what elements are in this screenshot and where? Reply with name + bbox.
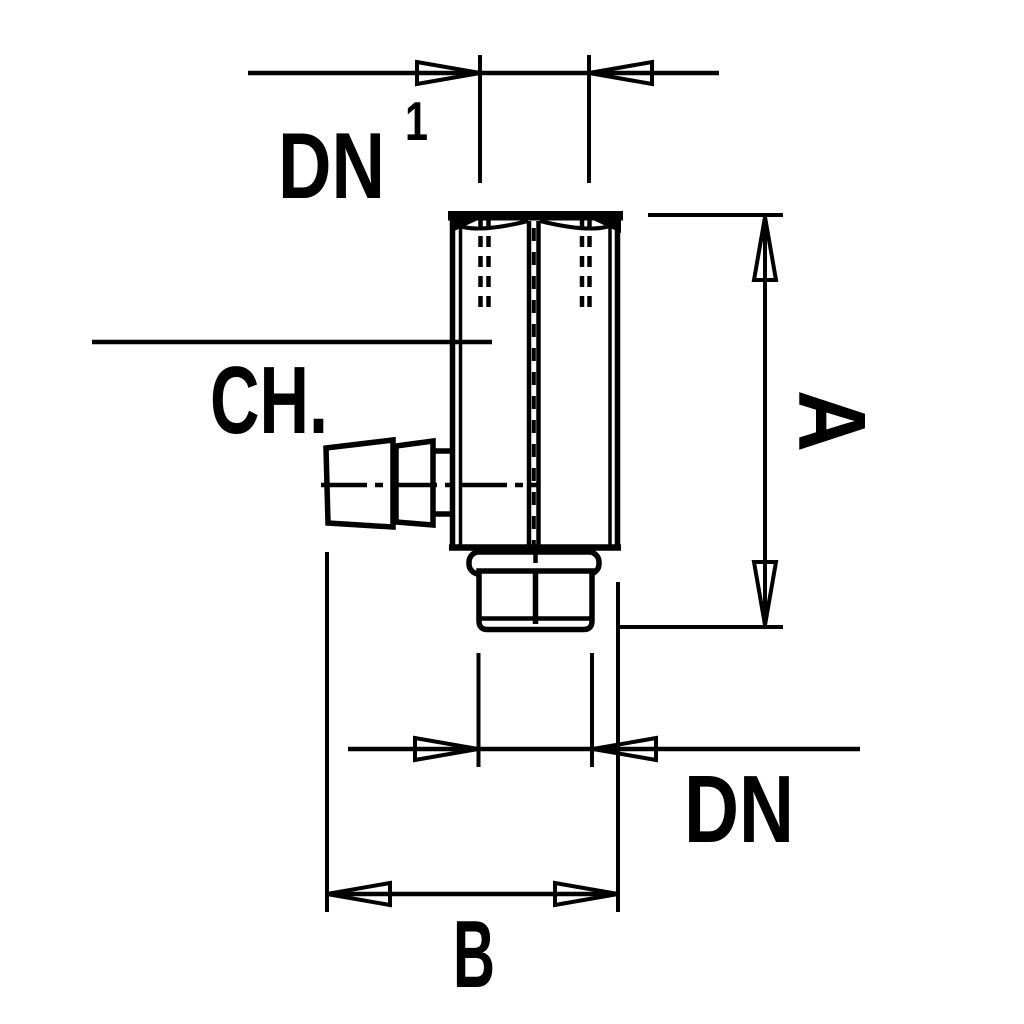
body-top-arc-right xyxy=(539,219,618,231)
wrench-size-callout: CH. xyxy=(92,339,492,454)
dn1-label: DN xyxy=(278,113,385,218)
hex-nut xyxy=(476,568,595,633)
a-label: A xyxy=(778,390,885,452)
body-top-cap-bar xyxy=(448,211,623,221)
a-arrowhead-top xyxy=(751,216,779,282)
valve-body xyxy=(448,211,623,551)
b-arrowhead-left xyxy=(326,880,392,908)
dn1-arrowhead-left xyxy=(415,59,481,87)
dn1-arrowhead-right xyxy=(588,59,654,87)
b-arrowhead-right xyxy=(553,880,619,908)
dn-arrowhead-right xyxy=(592,735,658,763)
ch-label: CH. xyxy=(210,347,328,454)
hose-barb-nozzle xyxy=(321,436,540,530)
bottom-thread-dimension: DN xyxy=(348,653,860,863)
body-top-arc-left xyxy=(451,219,529,231)
height-dimension: A xyxy=(620,213,885,629)
top-thread-dimension: DN 1 xyxy=(248,55,719,218)
dn-label: DN xyxy=(684,756,794,863)
width-dimension: B xyxy=(325,552,620,1008)
dn-arrowhead-left xyxy=(413,735,479,763)
dn1-superscript: 1 xyxy=(405,90,428,152)
a-arrowhead-bottom xyxy=(751,560,779,626)
b-label: B xyxy=(453,901,495,1008)
